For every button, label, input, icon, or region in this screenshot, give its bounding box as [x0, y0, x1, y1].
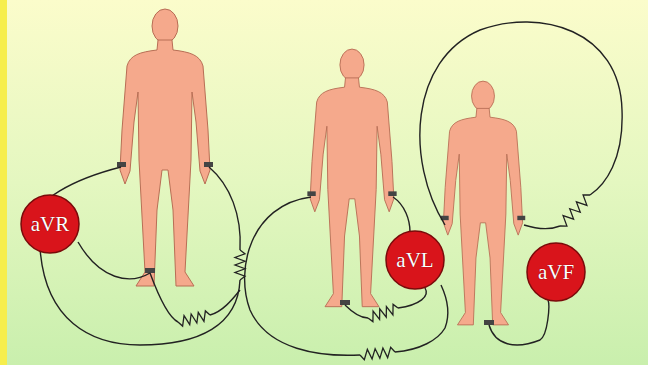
- ankle-band: [145, 268, 155, 273]
- wire: [245, 197, 360, 355]
- wire: [210, 290, 240, 315]
- lead-circle: aVR: [20, 194, 80, 254]
- wire: [78, 242, 150, 279]
- wire: [441, 285, 448, 328]
- resistor-symbol: [178, 311, 210, 326]
- lead-label: aVR: [31, 214, 70, 235]
- human-figure: [117, 9, 213, 286]
- wire: [398, 288, 426, 308]
- lead-circle: aVF: [526, 242, 586, 302]
- side-strip: [0, 0, 7, 365]
- resistors: [178, 195, 590, 360]
- wire: [345, 305, 368, 318]
- lead-label: aVL: [396, 250, 433, 271]
- resistor-symbol: [560, 195, 590, 226]
- resistor-symbol: [360, 347, 395, 359]
- resistor-symbol: [235, 250, 245, 280]
- ankle-band: [484, 320, 494, 325]
- human-figure: [307, 49, 396, 307]
- wire: [40, 248, 240, 345]
- lead-label: aVF: [538, 262, 574, 283]
- lead-circle: aVL: [385, 230, 445, 290]
- wire: [150, 273, 178, 322]
- resistor-symbol: [368, 304, 398, 321]
- wires: [30, 22, 622, 355]
- human-figure: [441, 81, 525, 325]
- wire: [393, 197, 410, 232]
- wire: [489, 300, 549, 345]
- wire: [395, 328, 445, 352]
- wire: [209, 167, 240, 250]
- wire: [420, 22, 622, 225]
- wire: [524, 225, 560, 229]
- ankle-band: [340, 300, 350, 305]
